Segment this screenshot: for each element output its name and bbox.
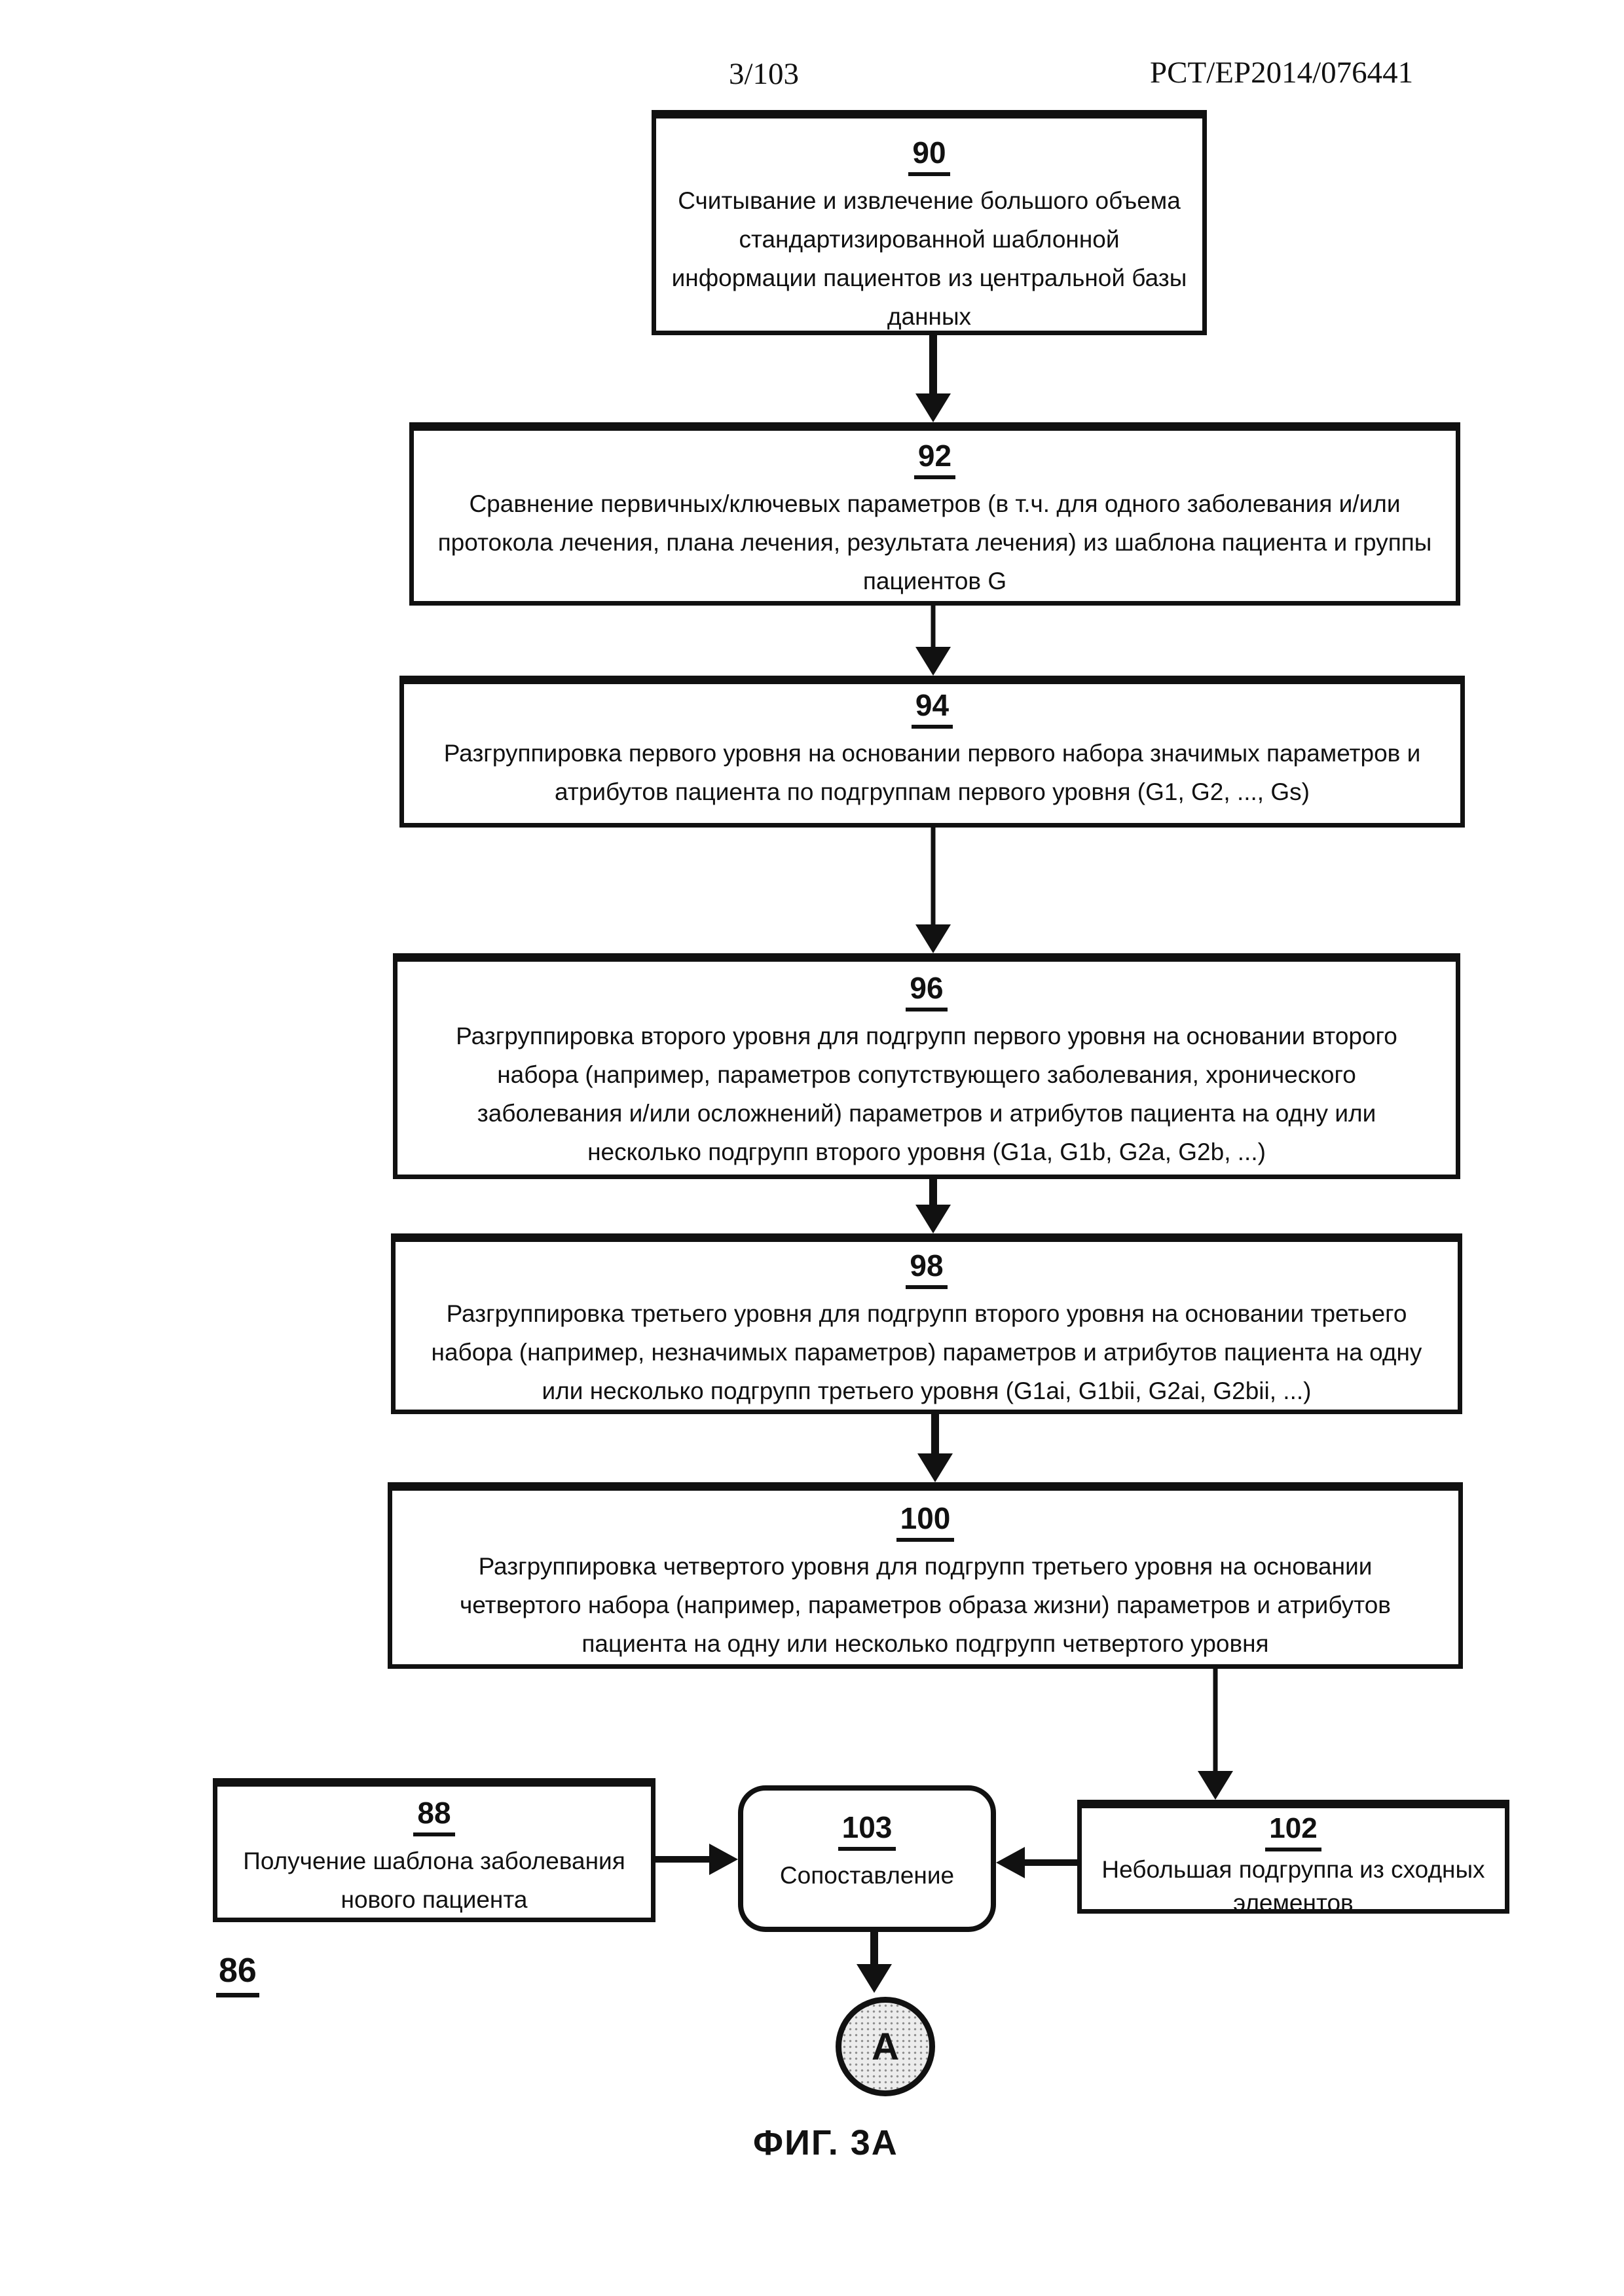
box-100-number: 100 xyxy=(392,1501,1458,1542)
arrow-head-left-icon xyxy=(996,1847,1025,1878)
flow-box-103: 103 Сопоставление xyxy=(738,1785,996,1932)
arrow-shaft xyxy=(1024,1859,1077,1866)
box-96-text: Разгруппировка второго уровня для подгру… xyxy=(456,1022,1397,1166)
arrow-shaft xyxy=(1213,1669,1218,1772)
box-94-text: Разгруппировка первого уровня на основан… xyxy=(443,739,1421,806)
arrow-head-down-icon xyxy=(1198,1771,1233,1800)
box-88-text: Получение шаблона заболевания нового пац… xyxy=(243,1847,625,1914)
arrow-shaft xyxy=(931,606,936,648)
box-103-number-text: 103 xyxy=(838,1810,896,1851)
arrow-88-to-103 xyxy=(655,1844,738,1875)
arrow-98-to-100 xyxy=(917,1414,953,1482)
flow-box-96: 96 Разгруппировка второго уровня для под… xyxy=(393,953,1460,1179)
arrow-head-down-icon xyxy=(917,1453,953,1482)
box-88-number-text: 88 xyxy=(413,1796,455,1836)
flow-box-102: 102 Небольшая подгруппа из сходных элеме… xyxy=(1077,1800,1509,1916)
flow-box-94: 94 Разгруппировка первого уровня на осно… xyxy=(399,676,1465,828)
arrow-shaft xyxy=(929,335,937,395)
box-98-text: Разгруппировка третьего уровня для подгр… xyxy=(431,1300,1422,1405)
arrow-shaft xyxy=(931,1414,939,1455)
connector-circle-a: A xyxy=(836,1997,935,2096)
diagram-label-86-text: 86 xyxy=(216,1951,259,1997)
box-94-number-text: 94 xyxy=(911,688,953,729)
box-102-number: 102 xyxy=(1082,1812,1505,1851)
arrow-shaft xyxy=(929,1179,937,1206)
box-102-number-text: 102 xyxy=(1265,1812,1321,1851)
flow-box-98: 98 Разгруппировка третьего уровня для по… xyxy=(391,1233,1462,1414)
page-number: 3/103 xyxy=(729,57,800,91)
figure-caption: ФИГ. 3А xyxy=(753,2123,898,2162)
box-90-text: Считывание и извлечение большого объема … xyxy=(671,187,1187,331)
box-88-number: 88 xyxy=(217,1796,651,1836)
arrow-102-to-103 xyxy=(996,1847,1077,1878)
flow-box-100: 100 Разгруппировка четвертого уровня для… xyxy=(388,1482,1463,1669)
box-102-text: Небольшая подгруппа из сходных элементов xyxy=(1101,1855,1485,1917)
connector-a-label: A xyxy=(872,2025,899,2068)
box-92-number-text: 92 xyxy=(913,439,956,479)
box-98-number-text: 98 xyxy=(906,1248,948,1289)
arrow-head-down-icon xyxy=(857,1964,892,1993)
arrow-head-down-icon xyxy=(915,1205,951,1233)
arrow-head-down-icon xyxy=(915,647,951,676)
arrow-92-to-94 xyxy=(915,606,951,676)
arrow-head-down-icon xyxy=(915,393,951,422)
diagram-label-86: 86 xyxy=(216,1951,259,1997)
arrow-shaft xyxy=(655,1856,710,1863)
box-90-number: 90 xyxy=(656,136,1202,176)
box-103-number: 103 xyxy=(743,1810,991,1851)
box-90-number-text: 90 xyxy=(908,136,950,176)
arrow-96-to-98 xyxy=(915,1179,951,1233)
arrow-shaft xyxy=(931,828,936,926)
arrow-100-to-102 xyxy=(1198,1669,1233,1800)
box-100-text: Разгруппировка четвертого уровня для под… xyxy=(460,1552,1391,1658)
box-96-number-text: 96 xyxy=(906,971,948,1011)
box-100-number-text: 100 xyxy=(896,1501,955,1542)
box-94-number: 94 xyxy=(404,688,1460,729)
patent-number: PCT/EP2014/076441 xyxy=(1150,56,1414,90)
box-98-number: 98 xyxy=(396,1248,1458,1289)
arrow-shaft xyxy=(870,1932,878,1965)
flow-box-88: 88 Получение шаблона заболевания нового … xyxy=(213,1778,655,1922)
flow-box-90: 90 Считывание и извлечение большого объе… xyxy=(652,110,1207,335)
arrow-90-to-92 xyxy=(915,335,951,422)
arrow-94-to-96 xyxy=(915,828,951,953)
arrow-head-right-icon xyxy=(709,1844,738,1875)
box-92-number: 92 xyxy=(414,439,1456,479)
box-92-text: Сравнение первичных/ключевых параметров … xyxy=(437,490,1432,595)
arrow-103-to-connector-a xyxy=(857,1932,892,1993)
box-103-text: Сопоставление xyxy=(779,1861,955,1889)
arrow-head-down-icon xyxy=(915,924,951,953)
box-96-number: 96 xyxy=(397,971,1456,1011)
flow-box-92: 92 Сравнение первичных/ключевых параметр… xyxy=(409,422,1460,606)
